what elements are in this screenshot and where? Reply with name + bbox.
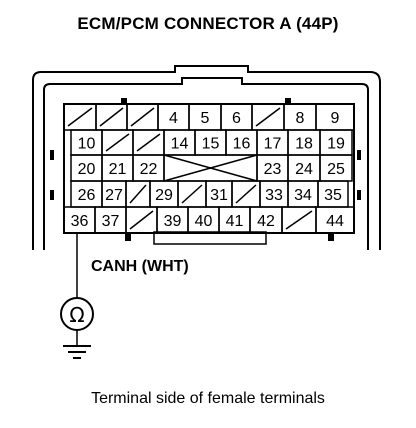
terminal-label: 41 (226, 213, 244, 230)
terminal-label: 8 (296, 110, 305, 127)
terminal-label: 19 (327, 136, 345, 153)
terminal-label: 21 (109, 161, 127, 178)
unused-terminal-slash (99, 107, 124, 127)
terminal-label: 16 (233, 136, 251, 153)
terminal-label: 44 (326, 213, 344, 230)
terminal-label: 18 (295, 136, 313, 153)
terminal-label: 36 (71, 213, 89, 230)
terminal-label: 15 (202, 136, 220, 153)
unused-terminal-slash (129, 210, 154, 230)
terminal-label: 14 (171, 136, 189, 153)
terminal-label: 31 (210, 187, 228, 204)
terminal-label: 27 (105, 187, 123, 204)
locking-tabs (50, 98, 361, 241)
terminal-label: 17 (264, 136, 282, 153)
terminal-grid: 4 5 6 8 9 10 14 15 16 17 18 19 20 21 22 23 24 25 26 27 29 31 3… (63, 103, 355, 234)
terminal-label: 34 (294, 187, 312, 204)
terminal-label: 40 (195, 213, 213, 230)
ohmmeter-symbol: Ω (69, 303, 84, 327)
test-circuit (60, 232, 94, 359)
terminal-label: 9 (331, 110, 340, 127)
caption: Terminal side of female terminals (91, 390, 325, 407)
terminal-label: 26 (78, 187, 96, 204)
terminal-label: 23 (264, 161, 282, 178)
terminal-label: 5 (201, 110, 210, 127)
unused-terminal-slash (129, 184, 147, 204)
terminal-label: 29 (155, 187, 173, 204)
page-title: ECM/PCM CONNECTOR A (44P) (77, 14, 339, 33)
terminal-44 (315, 206, 355, 234)
terminal-label: 37 (102, 213, 120, 230)
unused-terminal-slash (130, 107, 155, 127)
unused-terminal-slash (136, 133, 161, 152)
unused-terminal-slash (255, 107, 281, 127)
terminal-label: 24 (295, 161, 313, 178)
terminal-label: 10 (78, 136, 96, 153)
ground-icon (63, 345, 91, 359)
wire-label: CANH (WHT) (91, 258, 189, 275)
terminal-label: 20 (78, 161, 96, 178)
unused-terminal-slash (67, 107, 93, 127)
terminal-label: 39 (164, 213, 182, 230)
terminal-label: 35 (324, 187, 342, 204)
terminal-label: 4 (169, 110, 178, 127)
terminal-label: 6 (232, 110, 241, 127)
terminal-label: 33 (265, 187, 283, 204)
unused-terminal-slash (181, 184, 203, 204)
unused-terminal-slash (285, 210, 313, 230)
blank-cavity-cross (163, 154, 258, 182)
unused-terminal-slash (235, 184, 257, 204)
terminal-label: 22 (140, 161, 158, 178)
terminal-label: 25 (327, 161, 345, 178)
unused-terminal-slash (105, 133, 130, 152)
terminal-label: 42 (257, 213, 275, 230)
